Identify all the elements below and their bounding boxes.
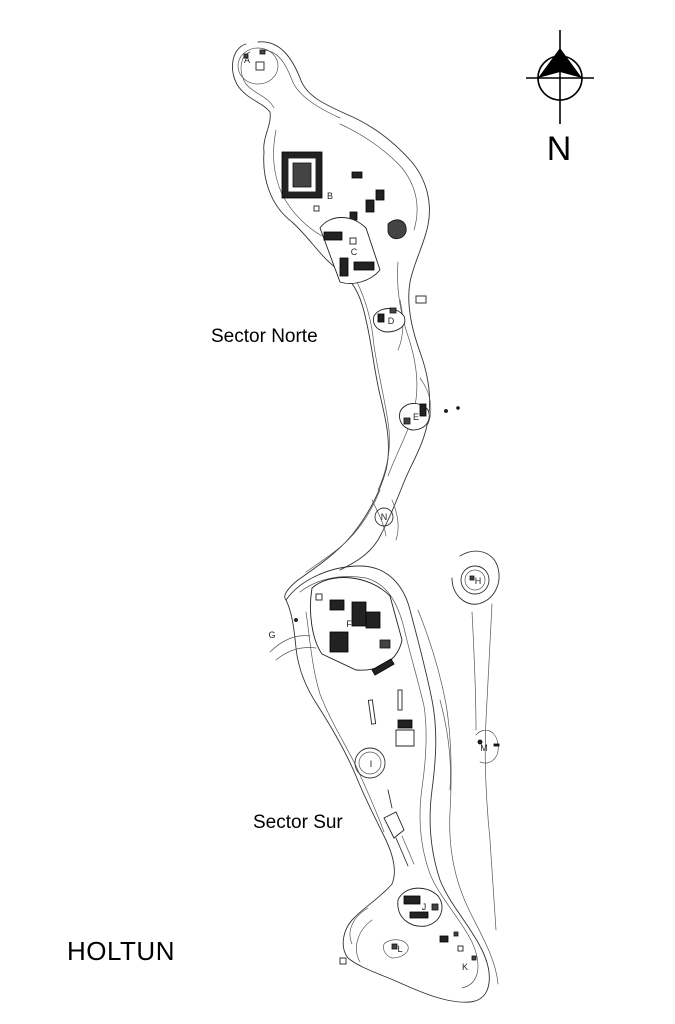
group-label-d: D: [388, 316, 395, 326]
group-label-k: K: [462, 962, 468, 972]
group-b-structures: [281, 151, 385, 221]
group-e-structures: [399, 403, 460, 431]
north-arrow-icon: N: [526, 30, 594, 168]
terrain-contours: [231, 41, 500, 1003]
group-n-structures: [374, 507, 394, 527]
group-label-f: F: [346, 619, 352, 629]
group-m-structures: [477, 739, 500, 747]
causeway-structures: [367, 699, 415, 747]
structures: [237, 47, 500, 965]
group-label-n: N: [381, 512, 388, 522]
group-f-structures: [310, 577, 403, 711]
group-k-structures: [439, 931, 477, 961]
group-l-structures: [339, 939, 409, 965]
group-label-g: G: [268, 630, 275, 640]
group-label-c: C: [351, 247, 358, 257]
sector-label-south: Sector Sur: [253, 812, 343, 833]
group-label-i: I: [370, 759, 373, 769]
group-label-m: M: [480, 743, 488, 753]
group-d-structures: [373, 307, 406, 333]
group-label-h: H: [475, 576, 482, 586]
group-i-structures: [354, 747, 386, 779]
group-label-a: A: [244, 55, 250, 65]
sector-label-north: Sector Norte: [211, 326, 318, 347]
group-label-b: B: [327, 191, 333, 201]
group-h-structures: [460, 565, 490, 595]
group-label-e: E: [413, 412, 419, 422]
group-labels: A B C D E N H F G M I J L K: [244, 55, 488, 972]
group-label-l: L: [397, 944, 402, 954]
group-j-structures: [397, 887, 443, 927]
group-c-structures: [319, 217, 427, 304]
group-g-structures: [294, 618, 298, 622]
north-arrow-label: N: [547, 130, 572, 168]
site-title: HOLTUN: [67, 936, 175, 966]
group-a-structures: [237, 47, 279, 85]
south-causeway: [383, 789, 415, 867]
group-label-j: J: [422, 902, 427, 912]
